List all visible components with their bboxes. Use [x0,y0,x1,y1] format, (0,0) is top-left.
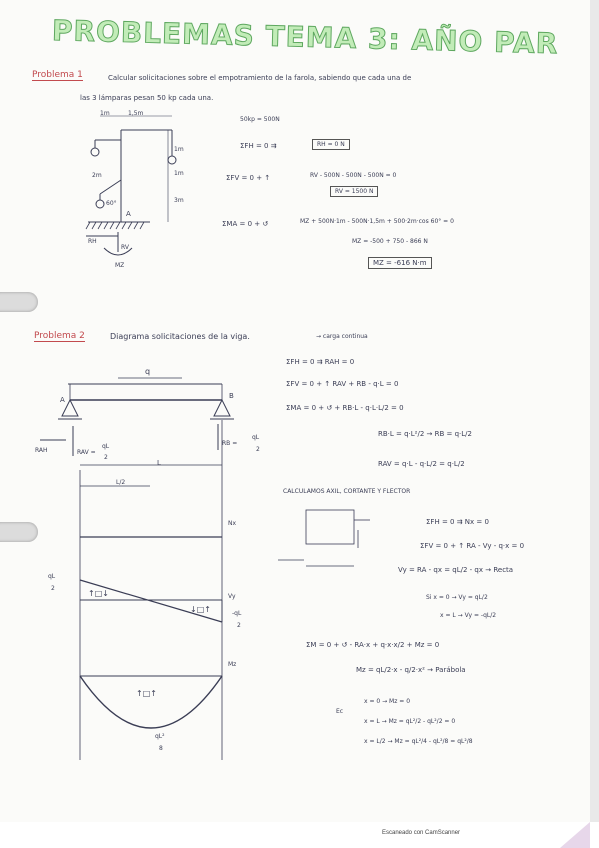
mz-arrow [103,247,133,256]
rav-num: qL [102,443,110,450]
eq-fh: ΣFH = 0 ⇉ [240,142,277,150]
shear-sign-negative: ↓□↑ [190,605,211,614]
reaction-rh: RH [88,238,97,245]
eq-ma: ΣMA = 0 + ↺ [222,220,269,228]
reaction-rav: RAV = [77,449,96,456]
load-q: q [145,367,151,376]
eq2-vy-expr: Vy = RA - qx = qL/2 - qx → Recta [398,566,514,574]
shear-sign-positive: ↑□↓ [88,589,109,598]
dim-h2: 1m [174,170,184,177]
eq2-nx: ΣFH = 0 ⇉ Nx = 0 [426,518,489,526]
label-mz: Mz [228,661,237,668]
result-fv: RV = 1500 N [330,186,379,197]
eq-fv-expanded: RV - 500N - 500N - 500N = 0 [310,172,397,179]
point-a: A [126,210,131,218]
binder-ring [0,292,38,312]
eq2-fh: ΣFH = 0 ⇉ RAH = 0 [286,358,355,366]
eq2-vy: ΣFV = 0 + ↑ RA - Vy - q·x = 0 [420,542,525,550]
label-vy: Vy [228,593,236,600]
footer-text: Escaneado con CamScanner [382,830,461,836]
reaction-rah: RAH [35,447,48,454]
result-mz: MZ = -616 N·m [368,257,432,269]
eq2-mz-x0: x = 0 → Mz = 0 [364,698,411,705]
ec-label: Ec [336,708,344,715]
eq-fv: ΣFV = 0 + ↑ [226,174,271,182]
lamp-icon [167,155,177,165]
rb-num: qL [252,434,260,441]
problem1-label: Problema 1 [32,70,83,81]
shear-right-den: 2 [237,622,241,629]
problem1-statement-cont: las 3 lámparas pesan 50 kp cada una. [80,94,214,102]
eq-weight: 50kp = 500N [240,116,280,123]
eq2-m: ΣM = 0 + ↺ - RA·x + q·x·x/2 + Mz = 0 [306,641,440,649]
eq2-vy-xl: x = L → Vy = -qL/2 [440,612,497,619]
shear-left-den: 2 [51,585,55,592]
reaction-mz: MZ [115,262,125,269]
lamp-icon [95,199,105,209]
eq2-mz-xl: x = L → Mz = qL²/2 - qL²/2 = 0 [364,718,456,725]
moment-diagram [79,675,223,729]
shear-right-num: -qL [232,610,242,617]
eq2-vy-x0: Si x = 0 → Vy = qL/2 [426,594,488,601]
reaction-rb: RB = [222,440,238,447]
eq-ma-expanded: MZ + 500N·1m - 500N·1,5m + 500·2m·cos 60… [300,218,454,225]
section-title: CALCULAMOS AXIL, CORTANTE Y FLECTOR [283,488,411,495]
shear-left-num: qL [48,573,56,580]
moment-max-den: 8 [159,745,163,752]
result-fh: RH = 0 N [312,139,350,150]
problem2-label: Problema 2 [34,331,85,342]
support-a-icon [61,398,79,417]
dim-diag: 2m [92,172,102,179]
support-a: A [60,396,65,404]
length-l2: L/2 [116,479,126,486]
eq2-rav: RAV = q·L - q·L/2 = q·L/2 [378,460,465,468]
binder-ring [0,522,38,542]
moment-sign: ↑□↑ [136,689,157,698]
rav-den: 2 [104,454,108,461]
camscanner-logo-icon [560,822,590,848]
notebook-page [0,0,590,822]
section-sketch [305,509,355,545]
dim-1m: 1m [100,110,110,117]
problem1-statement: Calcular solicitaciones sobre el empotra… [108,74,412,82]
problem2-note: → carga continua [316,333,368,340]
dim-angle: 60° [106,200,117,207]
eq2-ma: ΣMA = 0 + ↺ + RB·L - q·L·L/2 = 0 [286,404,404,412]
dim-1-5m: 1,5m [128,110,144,117]
problem2-statement: Diagrama solicitaciones de la viga. [110,332,250,341]
eq-mz: MZ = -500 + 750 - 866 N [352,238,428,245]
support-b-icon [213,398,231,417]
eq2-fv: ΣFV = 0 + ↑ RAV + RB - q·L = 0 [286,380,399,388]
lamp-icon [90,147,100,157]
shear-diagram [79,579,223,623]
eq2-rb: RB·L = q·L²/2 → RB = q·L/2 [378,430,472,438]
rb-den: 2 [256,446,260,453]
eq2-mz-xl2: x = L/2 → Mz = qL²/4 - qL²/8 = qL²/8 [364,738,473,745]
scan-footer: Escaneado con CamScanner [0,822,599,848]
label-nx: Nx [228,520,237,527]
length-l: L [157,459,161,467]
support-b: B [229,392,234,400]
moment-max-num: qL² [155,733,165,740]
diagonal-arm [99,179,122,195]
dim-h1: 1m [174,146,184,153]
reaction-rv: RV [121,244,129,251]
dim-h3: 3m [174,197,184,204]
eq2-mz-expr: Mz = qL/2·x - q/2·x² → Parábola [356,666,466,674]
